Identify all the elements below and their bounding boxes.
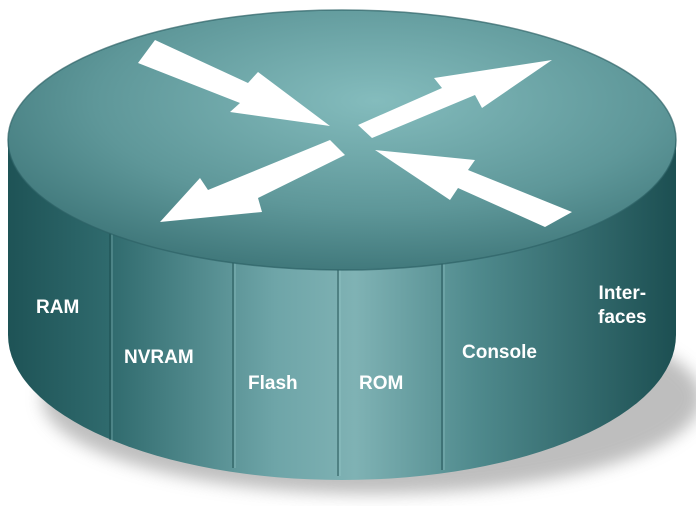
label-nvram: NVRAM — [124, 347, 194, 368]
arrow-in-from-top-left — [138, 40, 330, 126]
router-top — [8, 10, 676, 270]
arrow-out-to-top-right — [358, 60, 552, 138]
label-rom: ROM — [359, 373, 404, 394]
label-flash: Flash — [248, 373, 298, 394]
label-ram: RAM — [36, 297, 80, 318]
arrow-out-to-bottom-left — [160, 140, 345, 222]
arrow-in-from-bottom-right — [375, 150, 572, 227]
label-console: Console — [462, 342, 537, 363]
panel-dividers — [109, 230, 443, 476]
label-interfaces: Inter- faces — [598, 283, 647, 328]
